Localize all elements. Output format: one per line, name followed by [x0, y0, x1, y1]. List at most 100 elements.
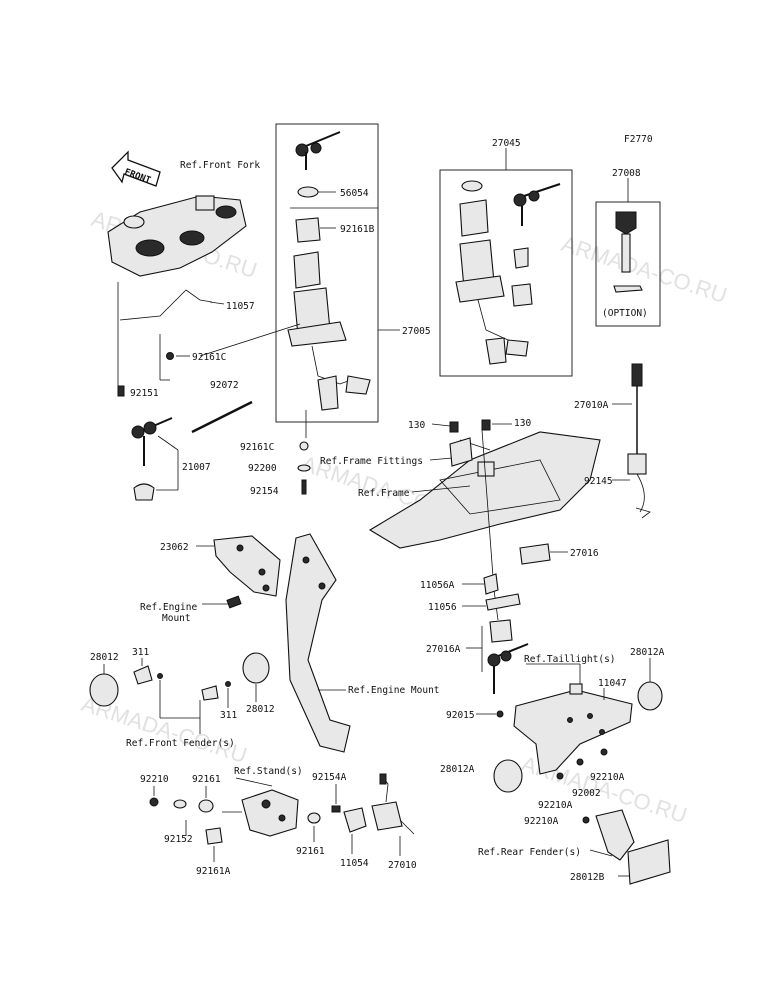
label-92151: 92151: [130, 388, 159, 399]
reflector-28012a-top: [637, 681, 663, 711]
clamp-washer: [166, 352, 174, 360]
label-ref-front-fender: Ref.Front Fender(s): [126, 738, 235, 749]
figure-code: F2770: [624, 134, 653, 145]
washer-92200: [297, 464, 311, 472]
label-28012-left: 28012: [90, 652, 119, 663]
label-27005: 27005: [402, 326, 431, 337]
washer-92152: [173, 799, 187, 809]
frame: [368, 431, 601, 549]
label-92152: 92152: [164, 834, 193, 845]
label-21007: 21007: [182, 462, 211, 473]
stand-switch-27010: [371, 773, 415, 835]
label-92072: 92072: [210, 380, 239, 391]
label-28012a-left: 28012A: [440, 764, 475, 775]
box-27005: [275, 123, 379, 423]
label-92154a: 92154A: [312, 772, 347, 783]
upper-triple-clamp: [107, 195, 247, 277]
bolt-130-b: [481, 419, 491, 431]
label-ref-front-fork: Ref.Front Fork: [180, 160, 260, 171]
label-option: (OPTION): [602, 308, 648, 319]
bracket-11056: [485, 593, 521, 611]
label-23062: 23062: [160, 542, 189, 553]
cable-strap: [191, 400, 253, 434]
label-92161b: 92161B: [340, 224, 375, 235]
label-92210: 92210: [140, 774, 169, 785]
label-11056: 11056: [428, 602, 457, 613]
label-11054: 11054: [340, 858, 369, 869]
label-92161-a: 92161: [192, 774, 221, 785]
label-92210a-a: 92210A: [590, 772, 625, 783]
label-11047: 11047: [598, 678, 627, 689]
box-27045: [439, 169, 573, 377]
label-92002: 92002: [572, 788, 601, 799]
ignition-switch-27045: [455, 239, 529, 365]
label-92161c-b: 92161C: [240, 442, 274, 453]
stand-bracket: [241, 789, 299, 837]
front-arrow-icon: FRONT: [111, 150, 161, 187]
key-set-27016a: [487, 643, 529, 694]
key-set-27005: [295, 131, 341, 170]
label-27010: 27010: [388, 860, 417, 871]
engine-mount-bracket: [285, 533, 351, 753]
screw-92154a: [331, 805, 341, 813]
washer-92161c: [299, 441, 309, 451]
label-130-a: 130: [408, 420, 425, 431]
label-27008: 27008: [612, 168, 641, 179]
label-27016a: 27016A: [426, 644, 461, 655]
label-92210a-c: 92210A: [524, 816, 559, 827]
label-311-a: 311: [132, 647, 149, 658]
label-ref-engine-b: Mount: [162, 613, 191, 624]
label-ref-taillight: Ref.Taillight(s): [524, 654, 616, 665]
label-11057: 11057: [226, 301, 255, 312]
label-28012a-top: 28012A: [630, 647, 665, 658]
bracket-11056a: [483, 573, 499, 595]
collar-92161-b: [307, 812, 321, 824]
ignition-switch-27005: [287, 287, 371, 411]
label-27045: 27045: [492, 138, 521, 149]
cap-92161b: [295, 217, 321, 243]
reflector-28012-left: [89, 673, 119, 707]
label-92161a: 92161A: [196, 866, 231, 877]
bracket-27016: [519, 543, 551, 565]
label-28012b: 28012B: [570, 872, 605, 883]
screw-92154: [301, 479, 307, 495]
label-92161c-a: 92161C: [192, 352, 226, 363]
label-92145: 92145: [584, 476, 613, 487]
rear-fender-part: [595, 809, 671, 885]
reflector-28012a-left: [493, 759, 523, 793]
label-11056a: 11056A: [420, 580, 455, 591]
nut-92015: [496, 710, 504, 718]
option-key-icon: [613, 211, 643, 293]
label-27016: 27016: [570, 548, 599, 559]
label-ref-rear-fender: Ref.Rear Fender(s): [478, 847, 581, 858]
reflector-28012-mid: [242, 652, 270, 684]
bolt-92151: [117, 385, 125, 397]
label-ref-engine-a: Ref.Engine: [140, 602, 197, 613]
label-92200: 92200: [248, 463, 277, 474]
label-56054: 56054: [340, 188, 369, 199]
label-ref-frame-fittings: Ref.Frame Fittings: [320, 456, 423, 467]
key-set-21007: [131, 417, 173, 501]
label-92154: 92154: [250, 486, 279, 497]
ring-56054: [297, 186, 319, 198]
label-28012-mid: 28012: [246, 704, 275, 715]
label-ref-stand: Ref.Stand(s): [234, 766, 303, 777]
part-labels: Ref.Front Fork 11057 92161C 92151 92072 …: [90, 138, 665, 883]
label-27010a: 27010A: [574, 400, 609, 411]
switch-27010a: [627, 363, 651, 519]
lock-cylinder: [293, 251, 321, 289]
label-130-b: 130: [514, 418, 531, 429]
collar-92161: [198, 799, 214, 813]
frame-fitting: [449, 437, 473, 467]
cap-27016a: [489, 619, 513, 643]
label-92210a-b: 92210A: [538, 800, 573, 811]
collar-92161a: [205, 827, 223, 845]
cap-92210: [149, 797, 159, 807]
switch-11054: [343, 807, 367, 833]
label-ref-engine-mount: Ref.Engine Mount: [348, 685, 440, 696]
engine-mount-bolt: [226, 595, 242, 609]
bolt-130-a: [449, 421, 459, 433]
bracket-23062: [213, 535, 281, 597]
harness-clamp: [119, 289, 213, 321]
